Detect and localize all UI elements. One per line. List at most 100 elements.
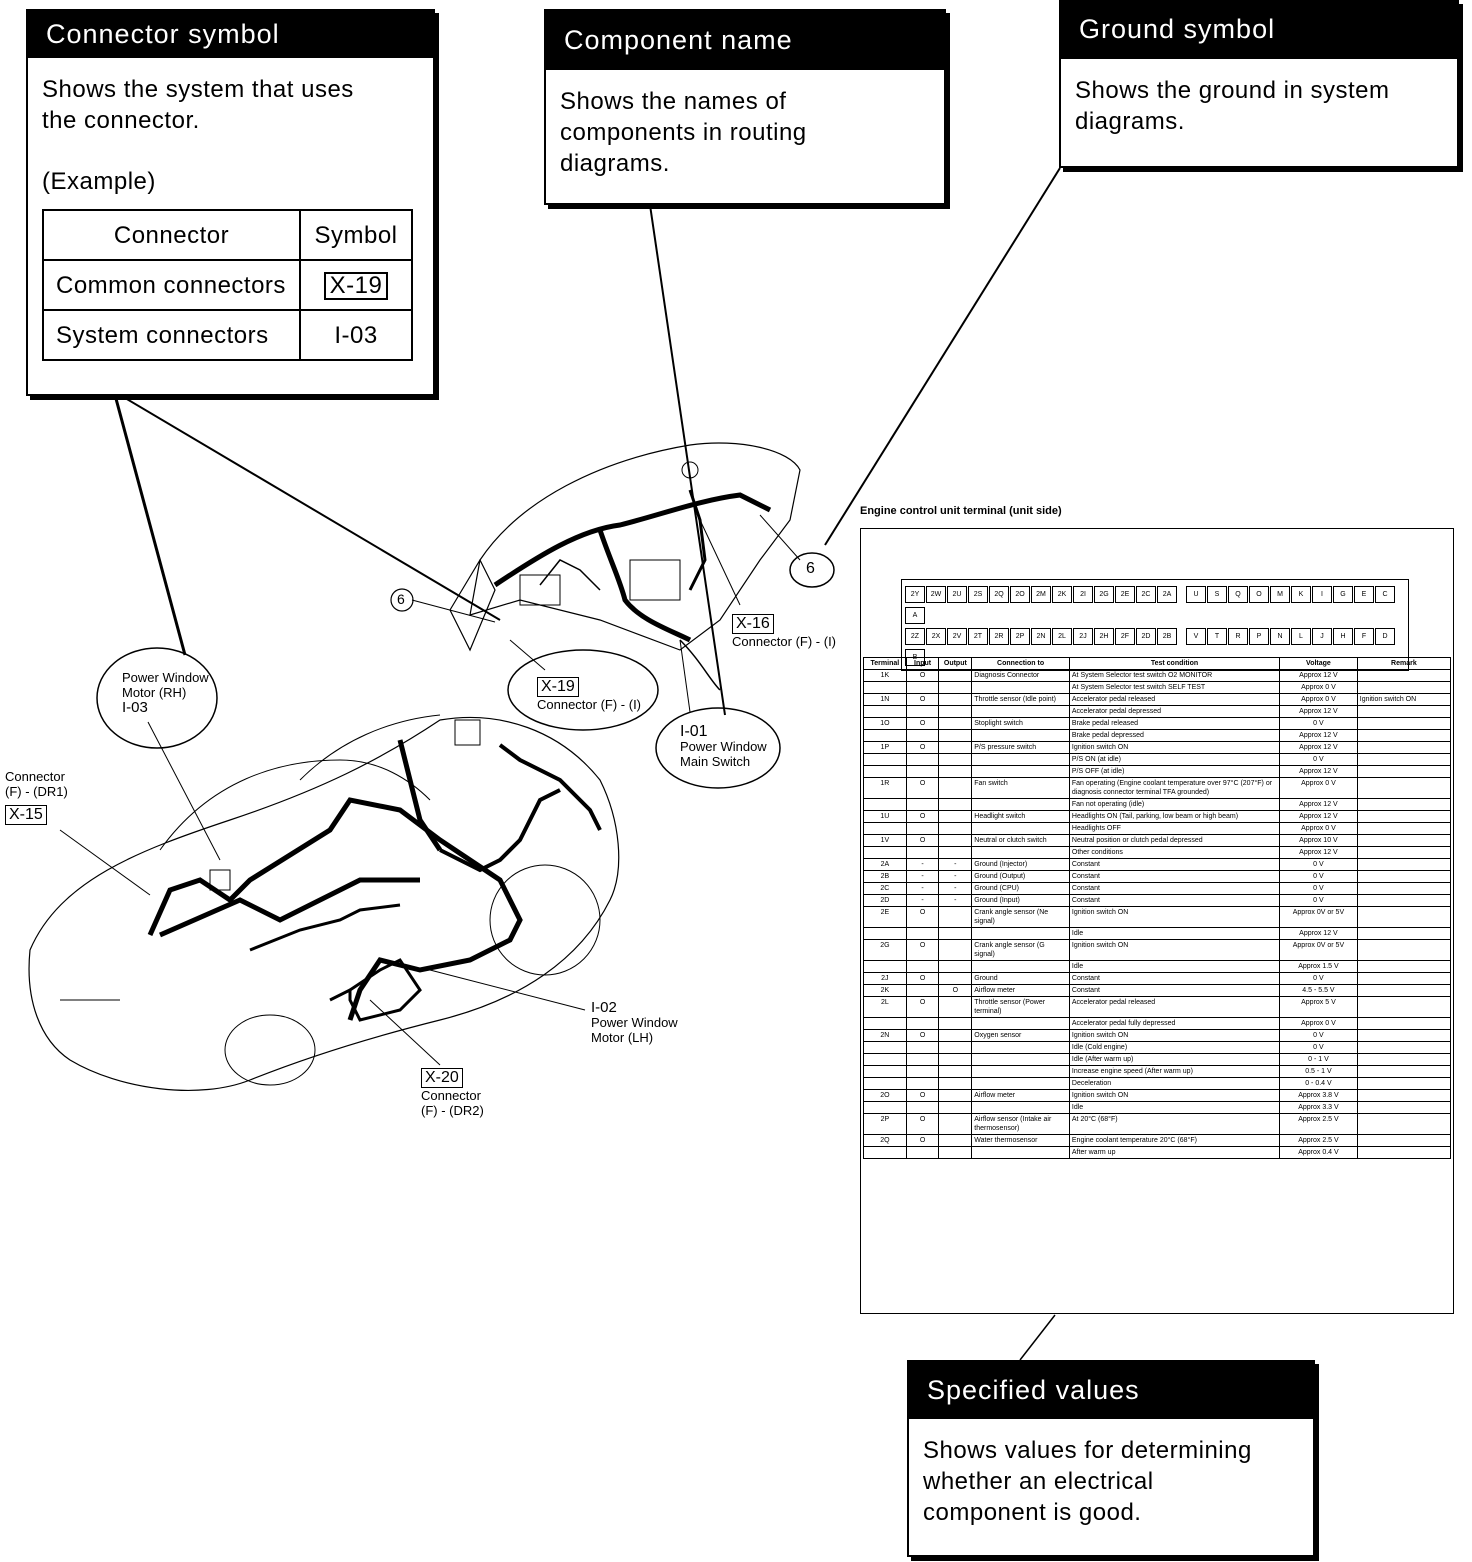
- connector-pin: 2H: [1094, 628, 1114, 645]
- table-cell: [1356, 882, 1452, 895]
- table-cell: [1356, 729, 1452, 742]
- table-cell: [1356, 858, 1452, 871]
- table-cell: Approx 12 V: [1279, 669, 1358, 682]
- table-cell: O: [905, 996, 940, 1018]
- table-header-row: Connector Symbol: [42, 209, 413, 261]
- ground-6-label: 6: [806, 560, 815, 577]
- component-name-desc-line2: components in routing: [560, 119, 807, 146]
- table-cell: [1356, 753, 1452, 766]
- i03-label-ellipse: [96, 647, 218, 749]
- table-row: System connectors I-03: [42, 309, 413, 361]
- table-cell: [863, 846, 907, 859]
- table-cell: 0 V: [1279, 717, 1358, 730]
- table-cell: [1356, 705, 1452, 718]
- table-cell: [905, 681, 940, 694]
- table-cell: [971, 1053, 1070, 1066]
- table-cell: Constant: [1068, 858, 1281, 871]
- table-cell: [938, 996, 973, 1018]
- ground-symbol-title: Ground symbol: [1061, 0, 1457, 59]
- i02-name-line1: Power Window: [591, 1015, 678, 1030]
- table-cell: [863, 927, 907, 940]
- table-cell: -: [905, 858, 940, 871]
- table-row: P/S ON (at idle)0 V: [863, 753, 1452, 766]
- x15-desc-line2: (F) - (DR1): [5, 784, 68, 799]
- table-cell: [938, 1134, 973, 1147]
- table-cell: Approx 0 V: [1279, 777, 1358, 799]
- connector-pin: 2I: [1073, 586, 1093, 603]
- front-wheel: [224, 1014, 316, 1086]
- table-cell: [1356, 1101, 1452, 1114]
- table-cell: O: [905, 1029, 940, 1042]
- connector-pin: 2E: [1115, 586, 1135, 603]
- table-cell: O: [905, 741, 940, 754]
- x19-label-ellipse: [507, 649, 659, 731]
- table-cell: [905, 729, 940, 742]
- connector-pin: M: [1270, 586, 1290, 603]
- table-cell: Approx 2.5 V: [1279, 1113, 1358, 1135]
- connector-pin: 2O: [1010, 586, 1030, 603]
- table-cell: [971, 765, 1070, 778]
- connector-pin: 2P: [1010, 628, 1030, 645]
- table-cell: -: [905, 894, 940, 907]
- dashboard-outline: [469, 442, 801, 651]
- component-name-callout: Component name Shows the names of compon…: [544, 9, 946, 205]
- table-row: Idle (Cold engine)0 V: [863, 1041, 1452, 1054]
- table-cell: Approx 12 V: [1279, 846, 1358, 859]
- table-cell: Constant: [1068, 984, 1281, 997]
- table-cell: Water thermosensor: [971, 1134, 1070, 1147]
- table-cell: [1356, 1065, 1452, 1078]
- ground-symbol-callout: Ground symbol Shows the ground in system…: [1059, 0, 1459, 168]
- table-cell: Approx 0V or 5V: [1279, 939, 1358, 961]
- table-cell: 0 V: [1279, 858, 1358, 871]
- table-cell: [938, 1041, 973, 1054]
- table-cell: [1356, 669, 1452, 682]
- table-cell: [938, 741, 973, 754]
- table-cell: -: [905, 882, 940, 895]
- table-cell: [971, 927, 1070, 940]
- x16-connector-label: X-16 Connector (F) - (I): [732, 614, 836, 649]
- table-cell: [938, 669, 973, 682]
- i01-component-label: I-01 Power Window Main Switch: [680, 724, 767, 770]
- table-cell: Approx 3.8 V: [1279, 1089, 1358, 1102]
- table-cell: [1356, 1053, 1452, 1066]
- table-cell: [938, 1065, 973, 1078]
- leader-line: [824, 167, 1061, 546]
- connector-pin: 2T: [968, 628, 988, 645]
- table-cell: 0 - 1 V: [1279, 1053, 1358, 1066]
- table-cell: [905, 798, 940, 811]
- i02-component-label: I-02 Power Window Motor (LH): [591, 1000, 678, 1045]
- table-cell: [863, 1077, 907, 1090]
- table-cell: Throttle sensor (Idle point): [971, 693, 1070, 706]
- table-cell: [905, 1053, 940, 1066]
- table-cell: I-03: [299, 309, 413, 361]
- dashboard-harness: [493, 492, 772, 588]
- table-cell: Approx 10 V: [1279, 834, 1358, 847]
- i01-name-line2: Main Switch: [680, 754, 751, 769]
- connector-pin: 2C: [1136, 586, 1156, 603]
- connector-pin: L: [1291, 628, 1311, 645]
- x19-desc: Connector (F) - (I): [537, 697, 642, 712]
- table-cell: O: [905, 972, 940, 985]
- table-cell: [938, 972, 973, 985]
- table-header: Remark: [1356, 657, 1452, 670]
- table-cell: O: [905, 1113, 940, 1135]
- table-cell: Ground: [971, 972, 1070, 985]
- table-cell: 2D: [863, 894, 907, 907]
- table-cell: 0 - 0.4 V: [1279, 1077, 1358, 1090]
- specified-values-desc-line2: whether an electrical: [923, 1468, 1154, 1495]
- table-cell: Neutral position or clutch pedal depress…: [1068, 834, 1281, 847]
- connector-symbol-example: (Example): [42, 168, 156, 195]
- table-row: Idle (After warm up)0 - 1 V: [863, 1053, 1452, 1066]
- table-cell: O: [905, 906, 940, 928]
